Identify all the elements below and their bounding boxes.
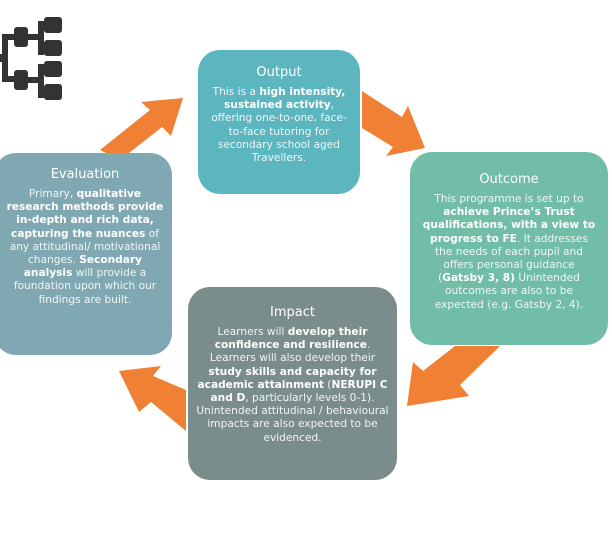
emphasis-text: high intensity, sustained activity [223, 86, 346, 112]
arrow-impact-to-evaluation [119, 366, 186, 431]
body-text: Learners will [217, 326, 288, 338]
body-text: will provide a foundation upon which our… [13, 267, 157, 306]
emphasis-text: achieve Prince’s Trust qualifications, w… [422, 206, 596, 245]
body-text: , particularly levels 0-1). Unintended a… [196, 392, 389, 444]
evaluation-title: Evaluation [50, 167, 120, 182]
body-text: . Learners will also develop their [209, 339, 376, 365]
body-text: Primary, [28, 188, 77, 200]
emphasis-text: develop their confidence and resilience [214, 326, 368, 352]
body-text: , offering one-to-one, face-to-face tuto… [211, 99, 347, 165]
body-text: This is a [212, 86, 260, 98]
impact-body: Learners will develop their confidence a… [196, 326, 389, 445]
body-text: This programme is set up to [434, 193, 584, 205]
body-text: Unintended outcomes are also to be expec… [434, 272, 584, 311]
outcome-body: This programme is set up to achieve Prin… [420, 193, 598, 312]
emphasis-text: study skills and capacity for academic a… [197, 365, 377, 391]
body-text: ( [323, 378, 332, 391]
emphasis-text: Secondary analysis [23, 254, 143, 280]
outcome-title: Outcome [479, 172, 539, 187]
impact-box: Impact Learners will develop their confi… [188, 287, 397, 480]
evaluation-box: Evaluation Primary, qualitative research… [0, 153, 172, 355]
body-text: . It addresses the needs of each pupil a… [435, 232, 588, 285]
emphasis-text: Gatsby 3, 8) [442, 272, 515, 285]
evaluation-body: Primary, qualitative research methods pr… [6, 188, 164, 307]
output-title: Output [256, 65, 302, 80]
arrow-evaluation-to-output [100, 98, 183, 160]
arrow-outcome-to-impact [407, 346, 500, 406]
output-box: Output This is a high intensity, sustain… [198, 50, 360, 194]
emphasis-text: qualitative research methods provide in-… [6, 188, 164, 240]
emphasis-text: NERUPI C and D [210, 378, 388, 405]
hierarchy-tree-icon [0, 14, 64, 102]
arrow-output-to-outcome [362, 91, 425, 156]
output-body: This is a high intensity, sustained acti… [208, 86, 350, 165]
outcome-box: Outcome This programme is set up to achi… [410, 152, 608, 345]
impact-title: Impact [270, 305, 315, 320]
body-text: of any attitudinal/ motivational changes… [9, 227, 161, 267]
